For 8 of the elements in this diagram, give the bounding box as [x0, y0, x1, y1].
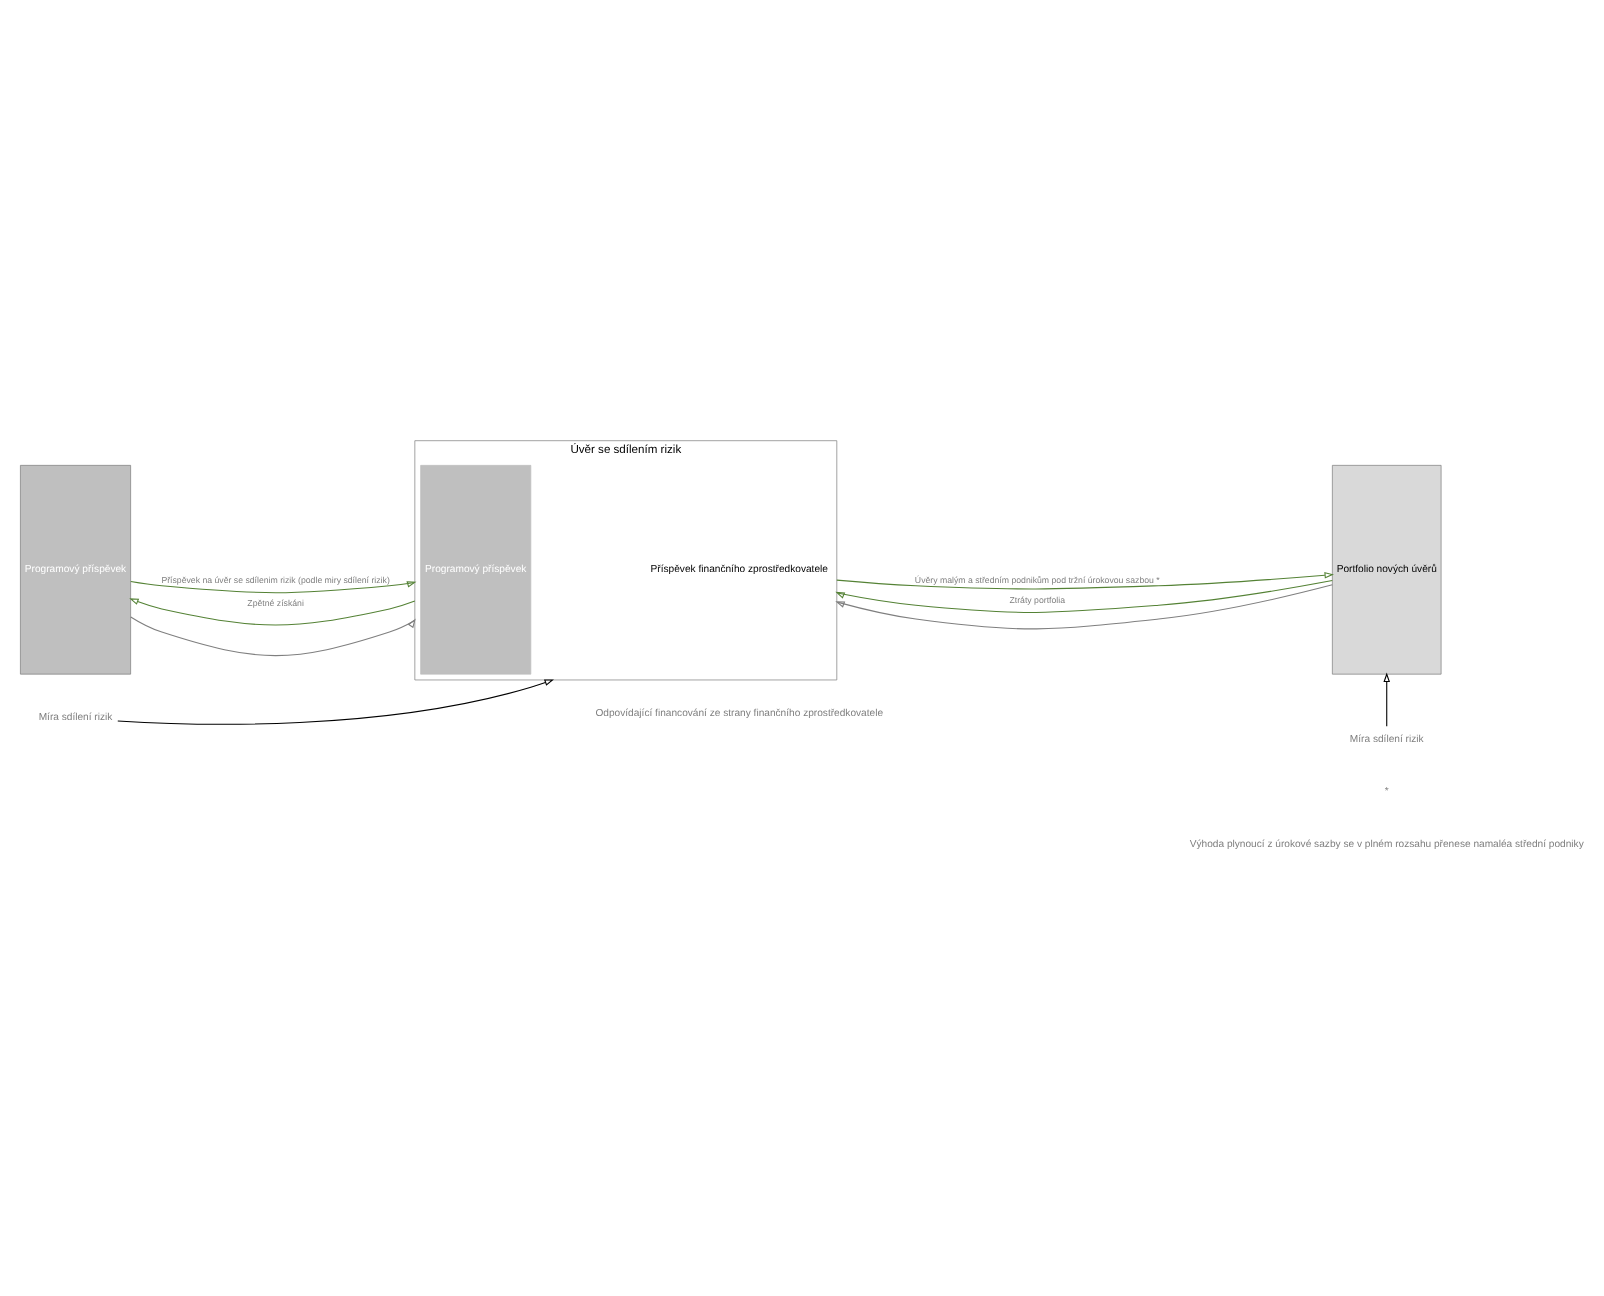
arrow: [835, 584, 1333, 630]
arrow: [836, 571, 1334, 590]
arrow: [129, 598, 416, 626]
arrow: [1383, 672, 1391, 727]
arrow: [117, 679, 554, 725]
arrow: [130, 580, 417, 594]
arrow: [835, 580, 1333, 613]
arrow: [130, 616, 416, 657]
